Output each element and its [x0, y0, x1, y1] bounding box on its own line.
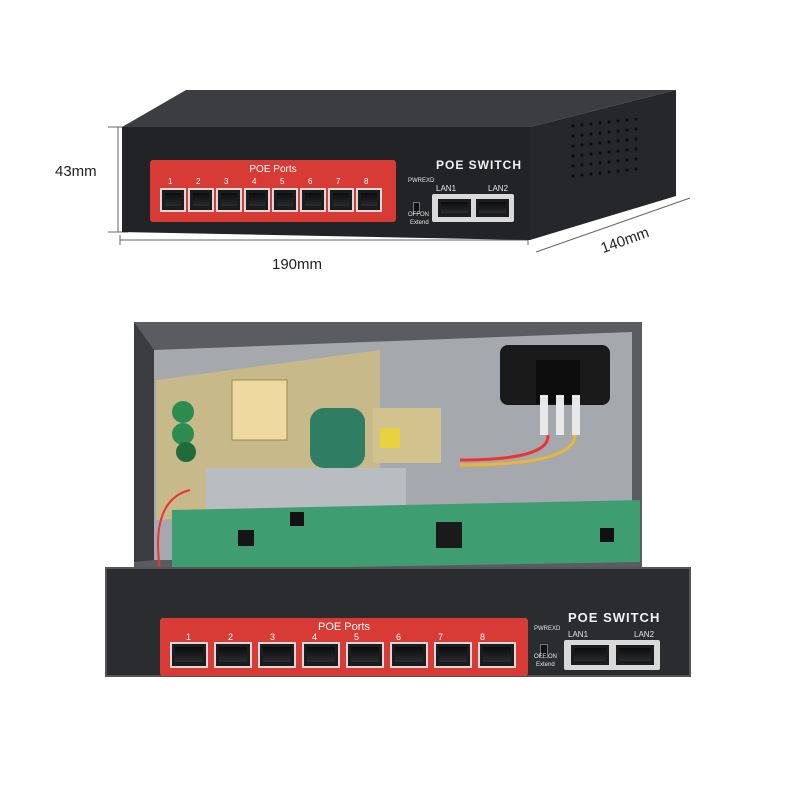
uplink-port — [474, 197, 511, 219]
port-number: 1 — [168, 177, 173, 186]
port-number: 5 — [354, 632, 360, 642]
front-panel-open: POE Ports 1 2 3 4 5 6 7 8 POE SWITCH PWR… — [110, 572, 688, 676]
extend-switch — [413, 202, 420, 214]
port-number: 4 — [252, 177, 257, 186]
poe-ports-panel: POE Ports 1 2 3 4 5 6 7 8 — [160, 618, 528, 676]
switch-off-label: OFF — [534, 654, 546, 660]
extend-label: Extend — [536, 662, 555, 668]
port-number: 6 — [396, 632, 402, 642]
front-panel-top: POE Ports 1 2 3 4 5 6 7 8 POE SWITCH PWR… — [126, 132, 528, 228]
port-number: 3 — [270, 632, 276, 642]
port-number: 3 — [224, 177, 229, 186]
lan1-label: LAN1 — [436, 184, 457, 193]
height-label: 43mm — [55, 163, 97, 180]
internal-illustration — [105, 322, 691, 677]
uplink-port — [569, 643, 611, 667]
side-vent-grille — [568, 117, 648, 188]
ethernet-port — [328, 188, 354, 212]
port-number: 6 — [308, 177, 313, 186]
port-number: 8 — [364, 177, 369, 186]
uplink-ports-frame — [564, 640, 660, 670]
poe-ports-panel: POE Ports 1 2 3 4 5 6 7 8 — [150, 160, 396, 222]
brand-logo: POE SWITCH — [436, 158, 523, 172]
switch-on-label: ON — [548, 654, 557, 660]
poe-ports-label: POE Ports — [318, 621, 370, 633]
ethernet-port — [244, 188, 270, 212]
port-number: 7 — [438, 632, 444, 642]
led-label-pwr: PWR — [534, 626, 548, 632]
lan2-label: LAN2 — [488, 184, 509, 193]
lan2-label: LAN2 — [634, 630, 655, 639]
ethernet-port — [302, 642, 340, 668]
ethernet-port — [214, 642, 252, 668]
switch-off-label: OFF — [408, 212, 420, 218]
ethernet-port — [188, 188, 214, 212]
extend-switch — [540, 644, 548, 658]
ethernet-port — [272, 188, 298, 212]
ethernet-port — [258, 642, 296, 668]
poe-ports-label: POE Ports — [249, 164, 297, 175]
port-number: 8 — [480, 632, 486, 642]
port-number: 7 — [336, 177, 341, 186]
led-label-exd: EXD — [422, 178, 435, 184]
brand-logo: POE SWITCH — [568, 610, 661, 625]
width-label: 190mm — [272, 256, 323, 273]
ethernet-port — [160, 188, 186, 212]
ethernet-port — [346, 642, 384, 668]
ethernet-port — [390, 642, 428, 668]
ethernet-port — [356, 188, 382, 212]
port-number: 4 — [312, 632, 318, 642]
port-number: 2 — [196, 177, 201, 186]
lan1-label: LAN1 — [568, 630, 589, 639]
ethernet-port — [216, 188, 242, 212]
led-label-pwr: PWR — [408, 178, 422, 184]
uplink-port — [436, 197, 473, 219]
ethernet-port — [300, 188, 326, 212]
port-number: 1 — [186, 632, 192, 642]
ethernet-port — [478, 642, 516, 668]
extend-label: Extend — [410, 220, 429, 226]
uplink-ports-frame — [432, 194, 514, 222]
switch-on-label: ON — [420, 212, 429, 218]
ethernet-port — [434, 642, 472, 668]
port-number: 5 — [280, 177, 285, 186]
led-label-exd: EXD — [548, 626, 561, 632]
ethernet-port — [170, 642, 208, 668]
uplink-port — [614, 643, 656, 667]
port-number: 2 — [228, 632, 234, 642]
